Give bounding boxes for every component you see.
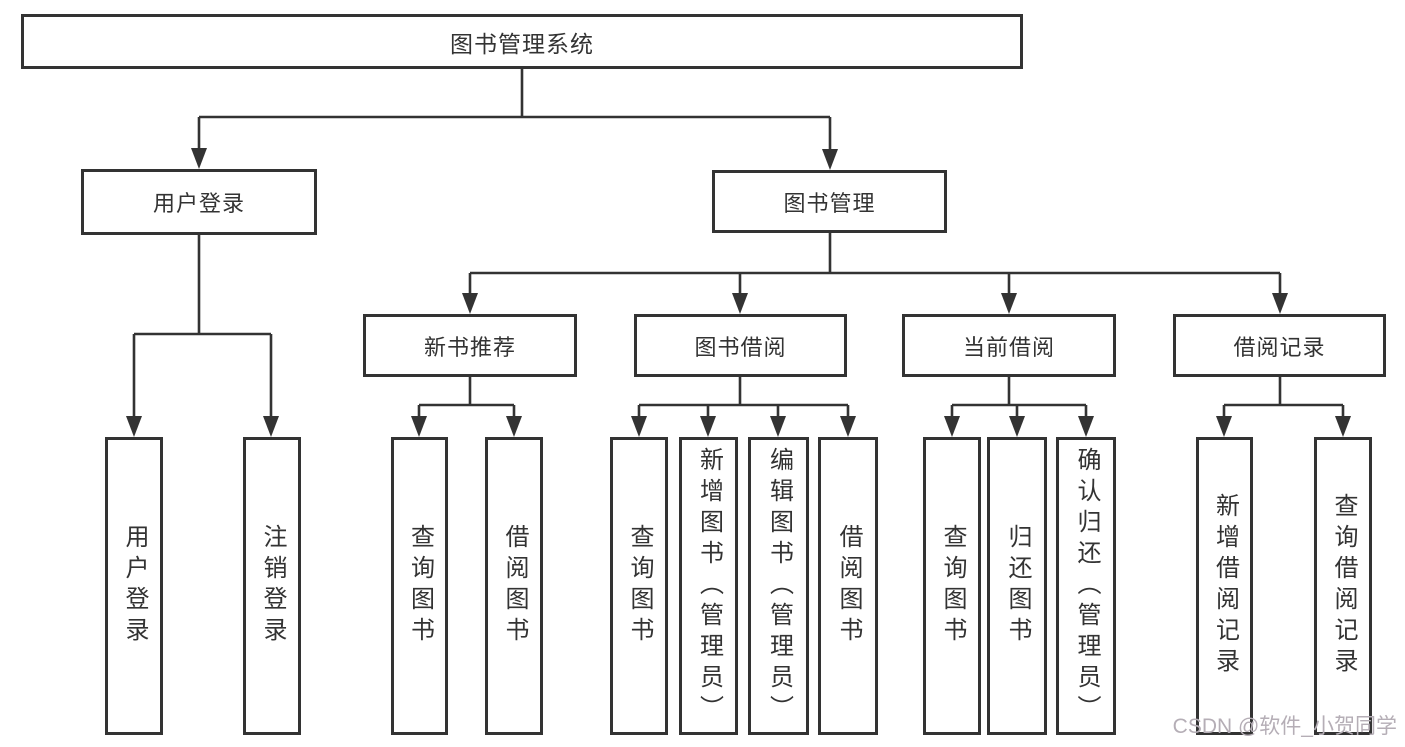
node-label: 注销登录 xyxy=(259,524,286,648)
node-label: 借阅记录 xyxy=(1233,334,1326,360)
node-label: 图书管理 xyxy=(783,190,876,216)
node-label: 确认归还（管理员） xyxy=(1073,446,1100,726)
leaf-confirm-return-admin: 确认归还（管理员） xyxy=(1056,437,1116,735)
node-label: 用户登录 xyxy=(121,524,148,648)
leaf-query-books-borrowing: 查询图书 xyxy=(610,437,668,735)
node-label: 新书推荐 xyxy=(423,334,516,360)
node-label: 用户登录 xyxy=(152,191,245,216)
leaf-return-books: 归还图书 xyxy=(987,437,1047,735)
watermark: CSDN @软件_小贺同学 xyxy=(1172,715,1397,738)
node-label: 图书借阅 xyxy=(694,334,787,360)
leaf-borrow-books-recommend: 借阅图书 xyxy=(485,437,543,735)
node-label: 借阅图书 xyxy=(835,524,862,648)
leaf-user-login: 用户登录 xyxy=(105,437,163,735)
leaf-add-books-admin: 新增图书（管理员） xyxy=(679,437,738,735)
node-label: 当前借阅 xyxy=(962,334,1055,360)
node-label: 查询图书 xyxy=(406,524,434,648)
node-book-management: 图书管理 xyxy=(712,170,947,233)
leaf-query-books-current: 查询图书 xyxy=(923,437,981,735)
node-borrowing-records: 借阅记录 xyxy=(1173,314,1386,377)
leaf-query-borrow-record: 查询借阅记录 xyxy=(1314,437,1372,735)
node-label: 新增图书（管理员） xyxy=(695,446,723,726)
node-label: 借阅图书 xyxy=(501,524,528,648)
node-label: 查询图书 xyxy=(626,524,653,648)
node-label: 编辑图书（管理员） xyxy=(765,446,793,726)
leaf-add-borrow-record: 新增借阅记录 xyxy=(1196,437,1253,735)
node-current-borrowing: 当前借阅 xyxy=(902,314,1116,377)
leaf-borrow-books-borrowing: 借阅图书 xyxy=(818,437,878,735)
node-user-login: 用户登录 xyxy=(81,169,317,235)
node-new-book-recommendation: 新书推荐 xyxy=(363,314,577,377)
node-root: 图书管理系统 xyxy=(21,14,1023,69)
node-label: 查询借阅记录 xyxy=(1330,493,1357,679)
leaf-query-books-recommend: 查询图书 xyxy=(391,437,448,735)
leaf-edit-books-admin: 编辑图书（管理员） xyxy=(748,437,809,735)
node-label: 图书管理系统 xyxy=(450,30,594,57)
node-label: 归还图书 xyxy=(1004,524,1031,648)
node-label: 新增借阅记录 xyxy=(1211,493,1239,679)
leaf-logout-login: 注销登录 xyxy=(243,437,301,735)
node-label: 查询图书 xyxy=(939,524,966,648)
node-book-borrowing: 图书借阅 xyxy=(634,314,847,377)
